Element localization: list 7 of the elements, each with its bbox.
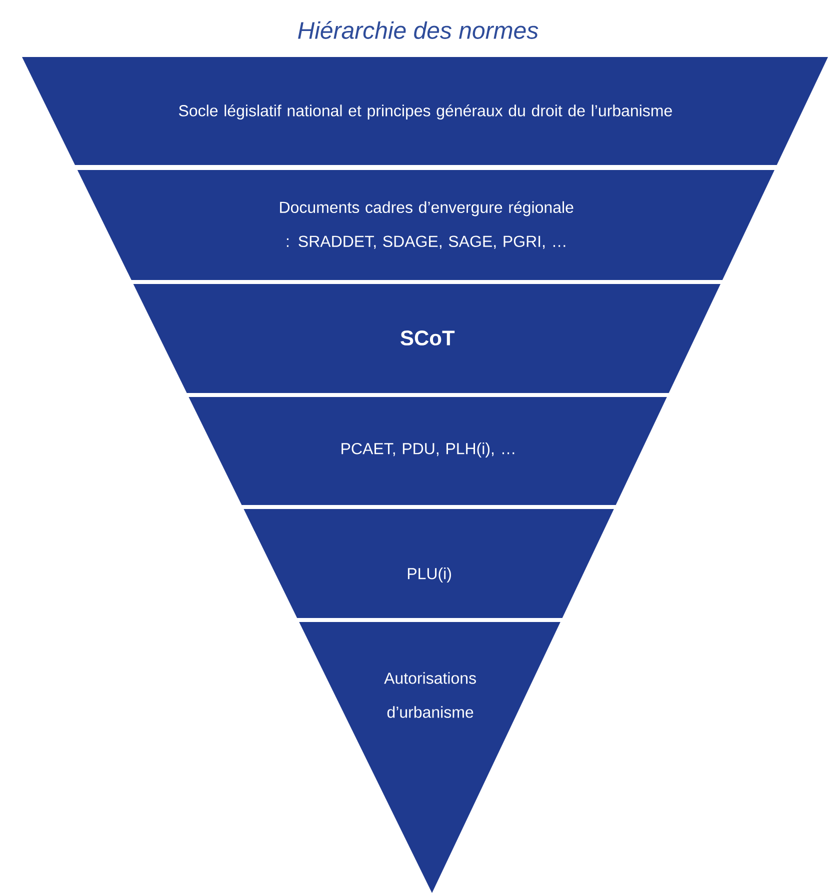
pyramid-band: PLU(i) <box>244 509 614 618</box>
title: Hiérarchie des normes <box>298 21 538 39</box>
pyramid-band: Autorisations d’urbanisme <box>299 622 560 893</box>
pyramid-band: SCoT <box>133 284 720 393</box>
pyramid-band: Documents cadres d’envergure régionale : SRADDET, SDAGE, SAGE, PGRI, … <box>77 170 774 280</box>
pyramid-band: Socle législatif national et principes généraux du droit de l’urbanisme <box>22 57 828 165</box>
pyramid-band: PCAET, PDU, PLH(i), … <box>188 397 667 505</box>
